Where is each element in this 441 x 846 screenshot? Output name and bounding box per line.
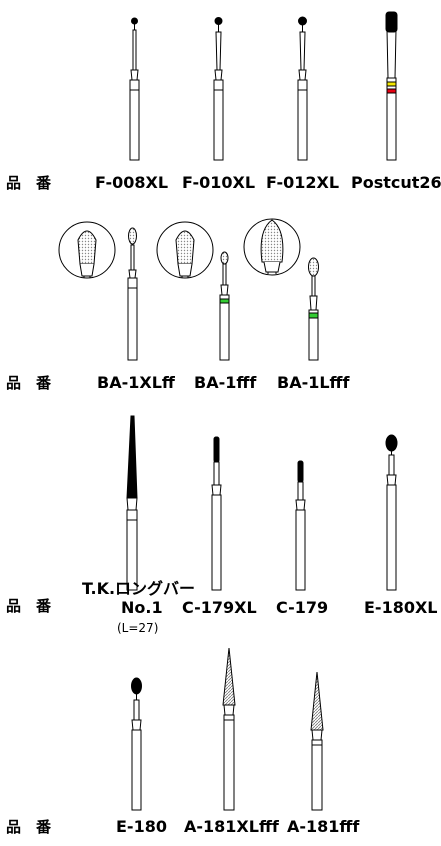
bur-a-181xlfff [222, 647, 236, 811]
label-postcut26: Postcut26 [351, 173, 441, 192]
bur-c-179 [295, 460, 306, 591]
bur-tk-long-no1 [126, 415, 138, 591]
hinban-label-4: 品 番 [6, 818, 52, 836]
hinban-label-3: 品 番 [6, 597, 52, 615]
label-f-008xl: F-008XL [95, 173, 169, 192]
bur-ba-1lfff [243, 218, 319, 361]
label-e-180xl: E-180XL [364, 598, 438, 617]
label-e-180: E-180 [116, 817, 167, 836]
bur-c-179xl [211, 436, 222, 591]
bur-e-180 [131, 677, 142, 811]
bur-ba-1xlff [58, 221, 138, 361]
bur-f-010xl [213, 17, 224, 161]
bur-f-008xl [129, 17, 140, 161]
hinban-label-1: 品 番 [6, 174, 52, 192]
label-ba-1fff: BA-1fff [194, 373, 257, 392]
bur-ba-1fff [156, 221, 230, 361]
bur-f-012xl [297, 16, 308, 161]
label-c-179xl: C-179XL [182, 598, 257, 617]
label-c-179: C-179 [276, 598, 329, 617]
bur-e-180xl [385, 434, 398, 591]
label-f-012xl: F-012XL [266, 173, 340, 192]
bur-postcut26 [385, 11, 398, 161]
label-length-note: (L=27) [117, 621, 159, 635]
label-ba-1xlff: BA-1XLff [97, 373, 175, 392]
label-f-010xl: F-010XL [182, 173, 256, 192]
label-tk-long-bar: T.K.ロングバー [82, 579, 196, 598]
label-a-181fff: A-181fff [287, 817, 360, 836]
bur-a-181fff [310, 671, 324, 811]
hinban-label-2: 品 番 [6, 374, 52, 392]
label-no1: No.1 [121, 598, 163, 617]
label-a-181xlfff: A-181XLfff [184, 817, 279, 836]
label-ba-1lfff: BA-1Lfff [277, 373, 350, 392]
